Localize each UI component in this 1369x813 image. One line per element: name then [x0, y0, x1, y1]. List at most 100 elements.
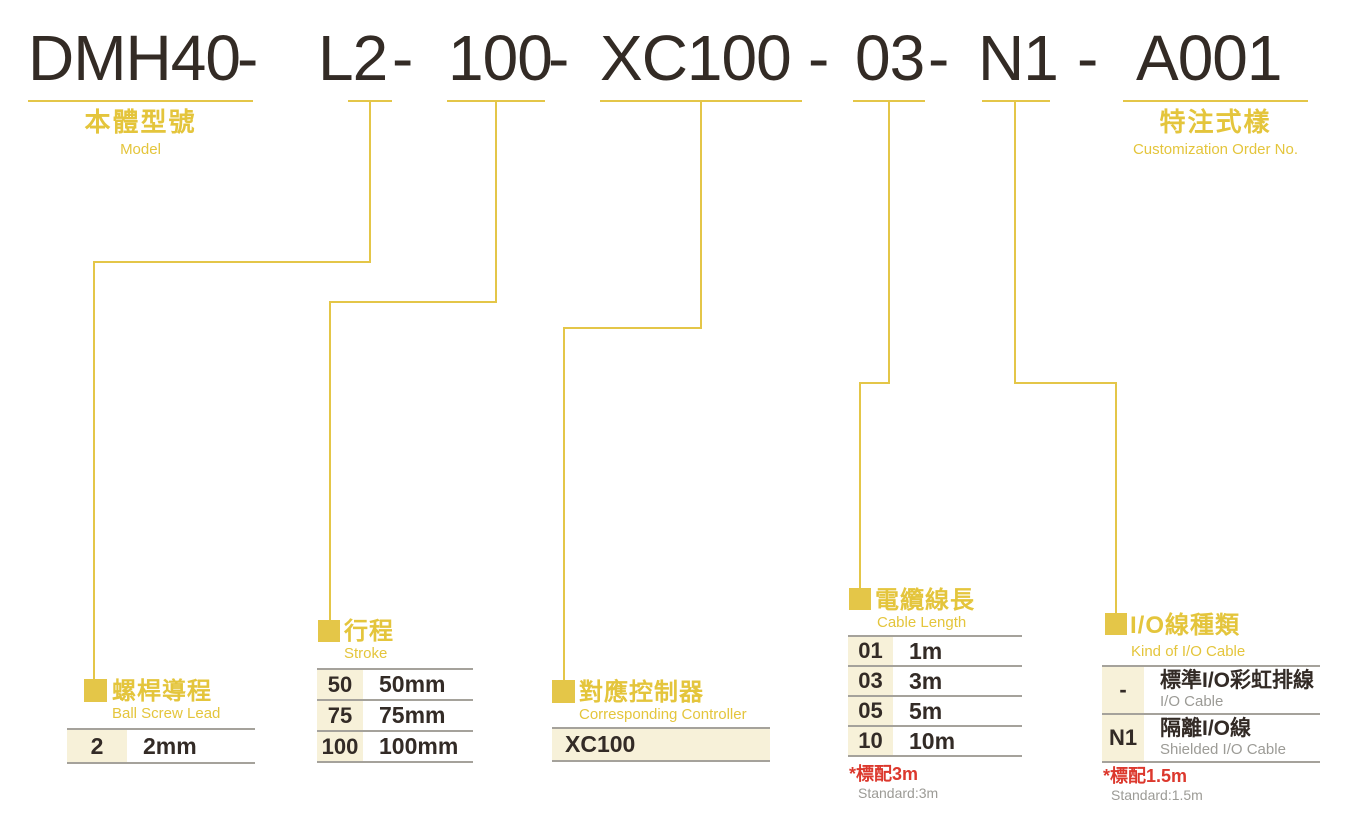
connector-io-v1 — [1014, 102, 1016, 382]
code-segment-model: DMH40 — [28, 22, 241, 94]
table-row: 100 100mm — [317, 730, 473, 761]
customization-label-en: Customization Order No. — [1132, 140, 1299, 158]
option-value-text: 75mm — [379, 702, 446, 729]
code-separator: - — [808, 22, 829, 94]
option-value: 5m — [900, 697, 1022, 725]
code-segment-io: N1 — [978, 22, 1059, 94]
table-row: 50 50mm — [317, 668, 473, 699]
bullet-square-ball-screw-lead — [84, 679, 107, 702]
option-value: 標準I/O彩虹排線 I/O Cable — [1151, 667, 1320, 713]
table-row: - 標準I/O彩虹排線 I/O Cable — [1102, 665, 1320, 713]
connector-controller-v1 — [700, 102, 702, 327]
option-value-text: 2mm — [143, 732, 197, 759]
code-segment-lead: L2 — [318, 22, 388, 94]
underline-controller — [600, 100, 802, 102]
table-row: 05 5m — [848, 695, 1022, 725]
option-value-subtext: I/O Cable — [1160, 693, 1224, 711]
underline-model — [28, 100, 253, 102]
bullet-square-io-cable — [1105, 613, 1127, 635]
option-code: 01 — [848, 637, 893, 665]
option-code: 75 — [317, 701, 363, 730]
option-value: 3m — [900, 667, 1022, 695]
underline-cable — [853, 100, 925, 102]
connector-controller-h — [563, 327, 702, 329]
cable-length-title-zh: 電纜線長 — [875, 587, 975, 614]
option-value-text: 50mm — [379, 671, 446, 698]
code-separator: - — [928, 22, 949, 94]
connector-cable-v2 — [859, 382, 861, 588]
model-label: 本體型號 Model — [28, 108, 253, 158]
option-value: 2mm — [134, 730, 255, 762]
option-value-text: 100mm — [379, 733, 459, 760]
underline-stroke — [447, 100, 545, 102]
io-cable-note-zh: *標配1.5m — [1103, 766, 1188, 786]
underline-custom — [1123, 100, 1308, 102]
controller-title-en: Corresponding Controller — [579, 706, 747, 723]
cable-length-table: 01 1m 03 3m 05 5m 10 10m — [848, 635, 1022, 757]
ball-screw-lead-title-en: Ball Screw Lead — [112, 705, 221, 722]
stroke-table: 50 50mm 75 75mm 100 100mm — [317, 668, 473, 763]
cable-length-note-zh: *標配3m — [849, 764, 919, 784]
code-separator: - — [392, 22, 413, 94]
option-code: - — [1102, 667, 1144, 713]
io-cable-title-en: Kind of I/O Cable — [1131, 643, 1246, 660]
code-segment-controller: XC100 — [600, 22, 792, 94]
option-value-text: 標準I/O彩虹排線 — [1160, 669, 1315, 693]
option-value-text: 5m — [909, 697, 943, 724]
io-cable-title-zh: I/O線種類 — [1130, 612, 1241, 639]
connector-controller-v2 — [563, 327, 565, 680]
code-separator: - — [1077, 22, 1098, 94]
connector-cable-h — [859, 382, 890, 384]
option-value-text: 1m — [909, 637, 943, 664]
code-separator: - — [548, 22, 569, 94]
table-row: 10 10m — [848, 725, 1022, 755]
code-separator: - — [237, 22, 258, 94]
option-code: 10 — [848, 727, 893, 755]
option-code: 2 — [67, 730, 127, 762]
option-code: 50 — [317, 670, 363, 699]
code-segment-stroke: 100 — [448, 22, 553, 94]
controller-table: XC100 — [552, 727, 770, 762]
table-row: XC100 — [552, 727, 770, 760]
option-value: XC100 — [552, 729, 770, 760]
stroke-title-en: Stroke — [344, 645, 388, 662]
customization-label-zh: 特注式樣 — [1159, 107, 1272, 137]
connector-lead-h — [93, 261, 371, 263]
connector-stroke-v1 — [495, 102, 497, 301]
model-label-en: Model — [120, 140, 161, 158]
code-segment-custom: A001 — [1136, 22, 1282, 94]
connector-io-h — [1014, 382, 1117, 384]
underline-lead — [348, 100, 392, 102]
option-value: 10m — [900, 727, 1022, 755]
connector-cable-v1 — [888, 102, 890, 382]
underline-io — [982, 100, 1050, 102]
customization-label: 特注式樣 Customization Order No. — [1113, 108, 1318, 158]
option-value: 1m — [900, 637, 1022, 665]
io-cable-table: - 標準I/O彩虹排線 I/O Cable N1 隔離I/O線 Shielded… — [1102, 665, 1320, 763]
table-row: 03 3m — [848, 665, 1022, 695]
option-value-text: 隔離I/O線 — [1160, 717, 1252, 741]
table-row: 01 1m — [848, 635, 1022, 665]
option-code: 05 — [848, 697, 893, 725]
option-value-subtext: Shielded I/O Cable — [1160, 741, 1286, 759]
table-row: 2 2mm — [67, 728, 255, 762]
connector-lead-v1 — [369, 102, 371, 261]
option-value: 隔離I/O線 Shielded I/O Cable — [1151, 715, 1320, 761]
stroke-title-zh: 行程 — [344, 618, 394, 645]
connector-stroke-h — [329, 301, 497, 303]
option-value-text: 3m — [909, 667, 943, 694]
option-code: N1 — [1102, 715, 1144, 761]
option-value-text: 10m — [909, 727, 956, 754]
option-value: 50mm — [370, 670, 473, 699]
cable-length-note-en: Standard:3m — [858, 785, 939, 801]
code-segment-cable: 03 — [855, 22, 925, 94]
bullet-square-controller — [552, 680, 575, 703]
model-label-zh: 本體型號 — [84, 107, 197, 137]
controller-title-zh: 對應控制器 — [579, 679, 704, 706]
connector-stroke-v2 — [329, 301, 331, 620]
bullet-square-cable-length — [849, 588, 871, 610]
table-row: 75 75mm — [317, 699, 473, 730]
option-code: 100 — [317, 732, 363, 761]
option-value: 100mm — [370, 732, 473, 761]
ball-screw-lead-title-zh: 螺桿導程 — [112, 678, 212, 705]
